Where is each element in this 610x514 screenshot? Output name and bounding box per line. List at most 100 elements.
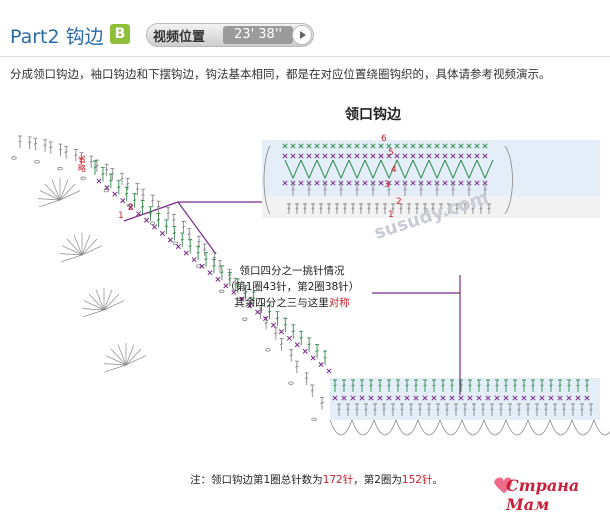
- stitch-mark: [282, 153, 288, 159]
- stitch-mark: [33, 137, 38, 151]
- stitch-mark: [450, 180, 456, 186]
- stitch-mark: [482, 153, 488, 159]
- stitch-mark: [273, 327, 278, 340]
- note-count: 172针: [322, 474, 354, 486]
- video-position-label: 视频位置: [153, 30, 206, 45]
- stitch-mark: [335, 203, 339, 214]
- stitch-mark: [346, 143, 352, 149]
- play-icon[interactable]: [292, 25, 312, 45]
- stitch-mark: [315, 343, 320, 359]
- stitch-mark: [124, 186, 129, 202]
- stitch-mark: [423, 379, 427, 392]
- stitch-mark: [307, 337, 312, 352]
- stitch-mark: [418, 153, 424, 159]
- stitch-mark: [227, 271, 232, 287]
- row-number: 3: [384, 180, 390, 190]
- stitch-mark: [348, 159, 366, 180]
- stitch-mark: [298, 153, 304, 159]
- stitch-mark: [103, 293, 120, 311]
- stitch-mark: [346, 180, 352, 186]
- stitch-mark: [314, 153, 320, 159]
- stitch-mark: [105, 355, 127, 366]
- stitch-mark: [64, 146, 69, 159]
- stitch-mark: [354, 180, 360, 186]
- stitch-mark: [302, 348, 308, 354]
- stitch-mark: [370, 180, 376, 186]
- stitch-mark: [262, 316, 269, 322]
- stitch-mark: [571, 403, 575, 416]
- stitch-mark: [79, 152, 84, 165]
- pink-heart-icon: [494, 477, 512, 494]
- annotation-box: 领口四分之一挑针情况 （第1圈43针，第2圈38针） 其余四分之三与这里对称: [222, 263, 362, 311]
- stitch-mark: [282, 143, 288, 149]
- stitch-mark: [418, 143, 424, 149]
- stitch-mark: [34, 160, 40, 164]
- footnote: 注：领口钩边第1圈总针数为172针，第2圈为152针。: [190, 472, 443, 487]
- stitch-mark: [394, 153, 400, 159]
- stitch-mark: [419, 183, 423, 196]
- stitch-mark: [306, 180, 312, 186]
- stitch-mark: [319, 203, 323, 214]
- stitch-mark: [306, 143, 312, 149]
- stitch-mark: [278, 329, 284, 335]
- stitch-mark: [342, 379, 346, 392]
- stitch-mark: [549, 379, 553, 392]
- stitch-mark: [332, 395, 338, 401]
- stitch-mark: [459, 379, 463, 392]
- stitch-mark: [458, 153, 464, 159]
- stitch-mark: [346, 403, 350, 416]
- stitch-mark: [378, 180, 384, 186]
- stitch-mark: [513, 379, 517, 392]
- stitch-mark: [432, 379, 436, 392]
- stitch-mark: [125, 348, 142, 366]
- stitch-mark: [82, 308, 105, 311]
- stitch-mark: [450, 153, 456, 159]
- stitch-mark: [481, 403, 485, 416]
- stitch-mark: [172, 226, 177, 241]
- stitch-mark: [413, 395, 419, 401]
- stitch-mark: [454, 403, 458, 416]
- stitch-mark: [474, 143, 480, 149]
- stitch-mark: [474, 180, 480, 186]
- stitch-mark: [125, 177, 130, 191]
- stitch-mark: [275, 311, 280, 326]
- stitch-mark: [59, 190, 81, 201]
- stitch-mark: [284, 159, 302, 180]
- stitch-mark: [93, 160, 97, 175]
- stitch-mark: [18, 135, 22, 148]
- stitch-mark: [125, 355, 147, 366]
- stitch-mark: [330, 143, 336, 149]
- stitch-mark: [391, 403, 395, 416]
- stitch-mark: [522, 379, 526, 392]
- stitch-mark: [290, 180, 296, 186]
- stitch-mark: [104, 364, 127, 373]
- stitch-mark: [343, 203, 347, 214]
- stitch-mark: [110, 348, 127, 366]
- stitch-mark: [400, 403, 404, 416]
- stitch-mark: [584, 395, 590, 401]
- stitch-mark: [370, 143, 376, 149]
- stitch-mark: [499, 403, 503, 416]
- stitch-mark: [144, 217, 150, 223]
- stitch-mark: [211, 258, 216, 274]
- stitch-mark: [394, 143, 400, 149]
- annotation-line: （第1圈43针，第2圈38针）: [224, 281, 360, 293]
- stitch-mark: [395, 395, 401, 401]
- stitch-mark: [410, 153, 416, 159]
- stitch-mark: [436, 403, 440, 416]
- stitch-mark: [59, 179, 69, 201]
- stitch-mark: [310, 355, 316, 361]
- stitch-mark: [120, 172, 124, 186]
- stitch-mark: [418, 403, 422, 416]
- stitch-mark: [575, 395, 581, 401]
- video-position-bar[interactable]: 视频位置 23' 38'': [146, 23, 314, 47]
- stitch-mark: [311, 203, 315, 214]
- stitch-mark: [149, 221, 156, 225]
- stitch-mark: [431, 395, 437, 401]
- stitch-mark: [354, 153, 360, 159]
- stitch-mark: [367, 203, 371, 214]
- stitch-mark: [566, 395, 572, 401]
- stitch-mark: [341, 395, 347, 401]
- stitch-mark: [434, 153, 440, 159]
- stitch-mark: [175, 243, 181, 250]
